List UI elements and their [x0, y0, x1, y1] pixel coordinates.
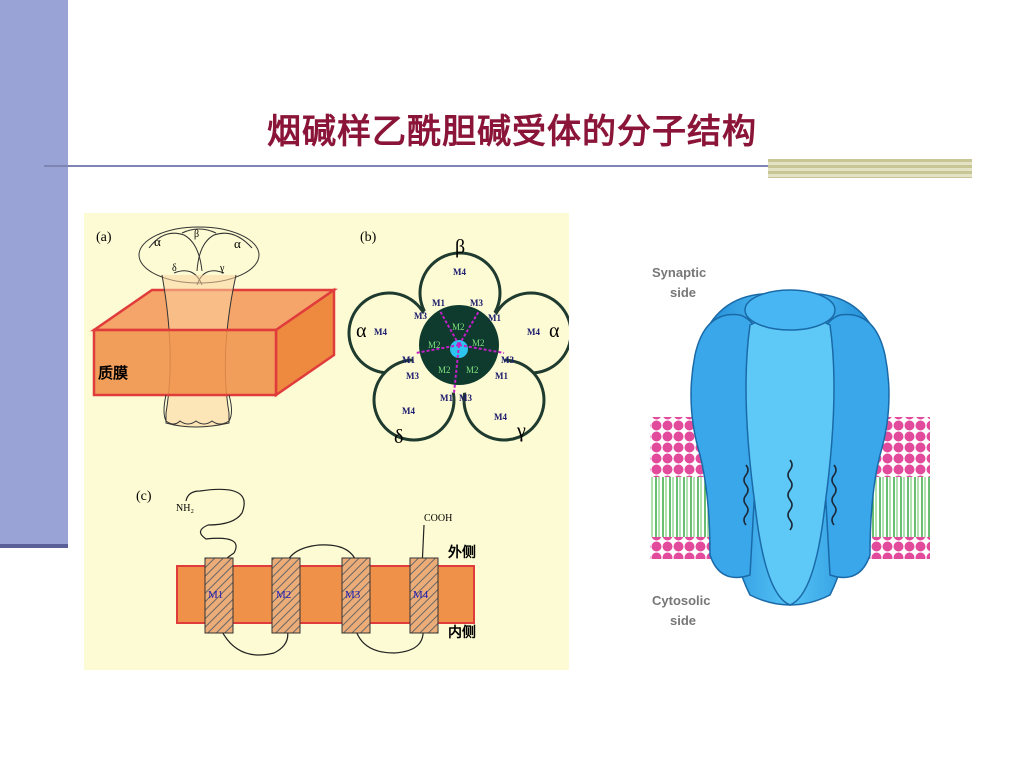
panel-a-subunit-gamma: γ — [219, 263, 225, 274]
panel-a-receptor-skirt — [163, 394, 232, 425]
cytosolic-side-label-1: Cytosolic — [652, 593, 711, 608]
panel-b-beta: β — [455, 236, 465, 258]
panel-a-label: (a) — [96, 230, 112, 245]
panel-b-alpha-left: α — [356, 320, 367, 342]
seg-b-m2-top: M2 — [452, 322, 465, 332]
title-divider-accent — [768, 159, 972, 178]
panel-a-subunit-alpha-1: α — [154, 234, 161, 249]
seg-b-m3-a: M3 — [470, 298, 483, 308]
seg-c-m4: M4 — [413, 589, 429, 601]
panel-b: (b) M4 M1 M3 M3 M1 M4 M4 M1 M3 — [347, 230, 573, 448]
polypeptide-chain — [185, 488, 425, 656]
sidebar-accent-bar — [0, 0, 68, 548]
panel-a-subunit-delta: δ — [172, 263, 177, 274]
synaptic-side-label-1: Synaptic — [652, 265, 706, 280]
seg-b-m4-top: M4 — [453, 267, 466, 277]
membrane-front-face — [92, 328, 278, 397]
seg-c-m3: M3 — [345, 589, 361, 601]
panel-c: (c) NH₂ COOH M1 M2 M3 M4 外侧 内侧 — [136, 488, 476, 656]
panel-b-label: (b) — [360, 230, 377, 245]
synaptic-side-label-2: side — [670, 285, 696, 300]
inner-side-label: 内侧 — [448, 624, 476, 641]
slide-title: 烟碱样乙酰胆碱受体的分子结构 — [267, 112, 757, 152]
diagram-panel: (a) α β α δ γ 质膜 (b) — [84, 213, 573, 670]
sidebar-accent-shadow — [0, 544, 68, 548]
panel-diagram-svg: (a) α β α δ γ 质膜 (b) — [89, 226, 573, 656]
seg-c-m2: M2 — [276, 589, 291, 601]
panel-b-alpha-right: α — [549, 320, 560, 342]
panel-a-subunit-beta: β — [194, 229, 199, 240]
panel-c-label: (c) — [136, 489, 152, 504]
n-terminus-label: NH₂ — [176, 503, 194, 514]
c-terminus-label: COOH — [424, 513, 452, 524]
receptor-3d-figure: Synaptic side Cytosolic side — [650, 265, 930, 628]
seg-b-m2-left: M2 — [428, 340, 441, 350]
outer-side-label: 外侧 — [448, 544, 476, 561]
seg-b-m2-bl: M2 — [438, 365, 451, 375]
seg-b-m1-b: M1 — [488, 313, 501, 323]
segment-m1 — [204, 557, 234, 634]
panel-b-m2-labels: M2 M2 M2 M2 M2 — [428, 322, 485, 375]
seg-b-m1-e: M1 — [440, 393, 453, 403]
seg-b-m1-a: M1 — [432, 298, 445, 308]
membrane-label: 质膜 — [98, 364, 128, 382]
seg-b-m3-d: M3 — [406, 371, 419, 381]
cytosolic-side-label-2: side — [670, 613, 696, 628]
seg-b-m1-c: M1 — [402, 355, 415, 365]
seg-b-m4-bl: M4 — [402, 406, 415, 416]
panel-b-delta: δ — [394, 426, 403, 448]
seg-b-m4-right: M4 — [527, 327, 540, 337]
seg-b-m3-c: M3 — [501, 355, 514, 365]
panel-b-gamma: γ — [516, 420, 526, 442]
segment-m3 — [341, 557, 371, 634]
seg-b-m2-right: M2 — [472, 338, 485, 348]
seg-b-m3-e: M3 — [459, 393, 472, 403]
seg-b-m4-br: M4 — [494, 412, 507, 422]
panel-b-segment-labels: M4 M1 M3 M3 M1 M4 M4 M1 M3 M3 M1 M1 M3 M… — [374, 267, 540, 422]
panel-b-segment-lines — [415, 310, 505, 394]
receptor-subunits — [690, 289, 890, 606]
seg-c-m1: M1 — [208, 589, 223, 601]
panel-c-segment-labels: M1 M2 M3 M4 — [208, 589, 429, 601]
panel-a-subunit-alpha-2: α — [234, 236, 241, 251]
seg-b-m2-br: M2 — [466, 365, 479, 375]
pore-center — [450, 340, 468, 358]
segment-m4 — [409, 557, 439, 634]
seg-b-m3-b: M3 — [414, 311, 427, 321]
segment-m2 — [271, 557, 301, 634]
seg-b-m4-left: M4 — [374, 327, 387, 337]
title-divider — [44, 165, 972, 167]
receptor-helices — [743, 459, 837, 531]
panel-a: (a) α β α δ γ 质膜 — [89, 226, 339, 428]
seg-b-m1-d: M1 — [495, 371, 508, 381]
